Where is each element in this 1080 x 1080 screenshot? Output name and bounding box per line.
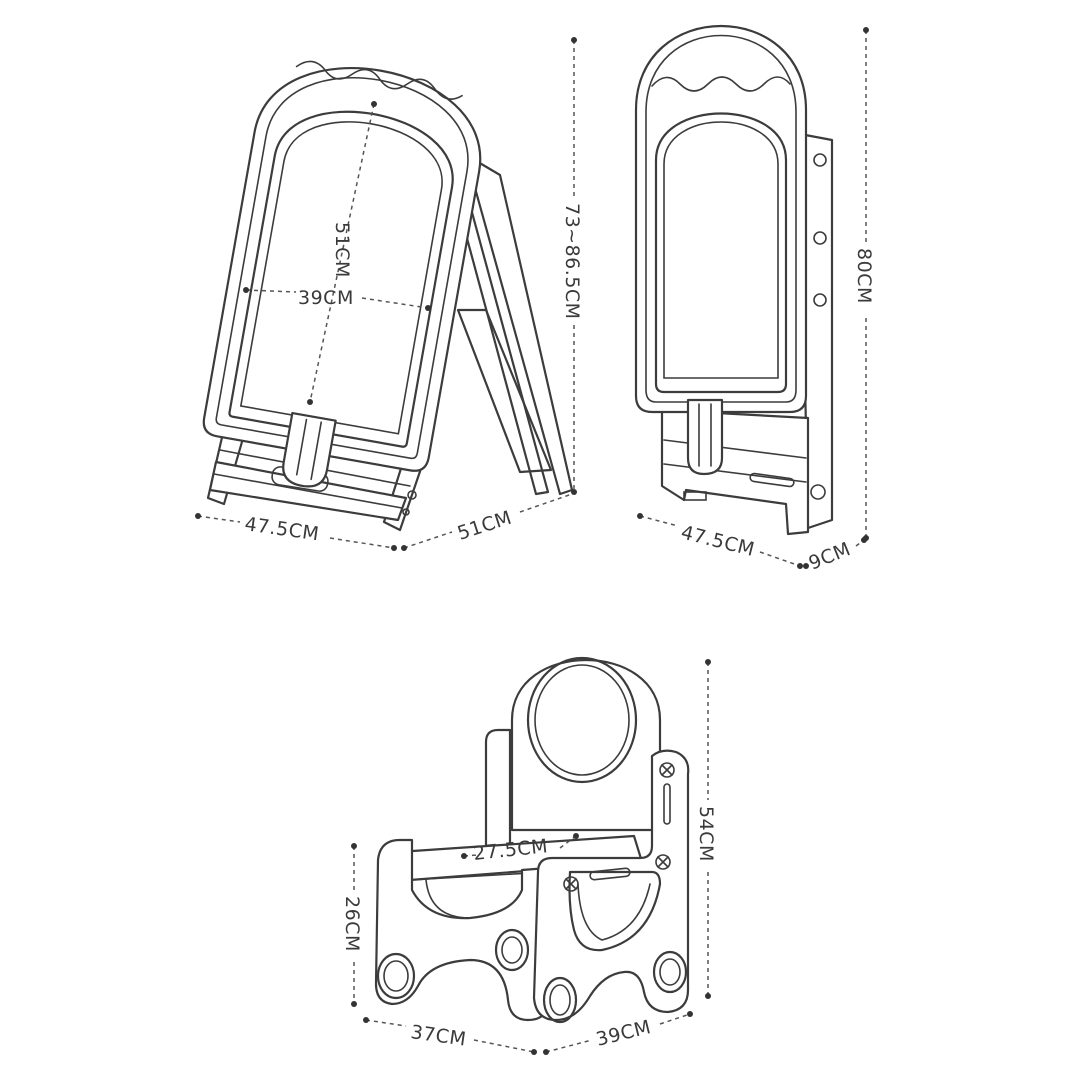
open-easel-base-width-label: 47.5CM [243,513,320,545]
folded-easel-height-label: 80CM [853,248,875,304]
open-easel-board-width-label: 39CM [298,287,354,309]
chair-seat-height-label: 26CM [341,896,363,952]
open-easel-drawing [202,60,574,532]
folded-easel-width-label: 47.5CM [679,522,757,561]
chair-depth-label: 39CM [594,1016,654,1051]
open-easel-board-height-label: 51CM [331,222,353,278]
folded-easel-drawing [634,24,834,536]
chair-total-height-label: 54CM [695,806,717,862]
open-easel-height-range-label: 73~86.5CM [561,203,583,320]
chair-width-label: 37CM [409,1021,467,1051]
chair-drawing [374,656,690,1024]
folded-easel-depth-label: 9CM [806,538,854,575]
open-easel-base-depth-label: 51CM [455,507,515,545]
